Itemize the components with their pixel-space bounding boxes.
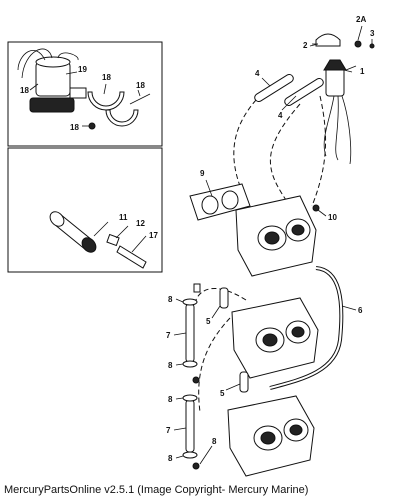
- callout-7: 7: [166, 331, 171, 340]
- callout-18: 18: [102, 73, 111, 82]
- callout-2a: 2A: [356, 15, 366, 24]
- callout-5: 5: [206, 317, 211, 326]
- screw: [312, 204, 320, 212]
- callout-12: 12: [136, 219, 145, 228]
- coil-assembly: [312, 33, 375, 165]
- callout-5: 5: [220, 389, 225, 398]
- callout-8: 8: [212, 437, 217, 446]
- callout-2: 2: [303, 41, 308, 50]
- callout-9: 9: [200, 169, 205, 178]
- hoses: [254, 73, 324, 107]
- carburetor-top: [235, 195, 317, 277]
- callout-18: 18: [136, 81, 145, 90]
- carburetor-bottom: [227, 395, 315, 477]
- gasket: [189, 183, 251, 221]
- callout-3: 3: [370, 29, 375, 38]
- leader-lines: [173, 25, 373, 465]
- carburetor-middle: [231, 297, 319, 379]
- callout-6: 6: [358, 306, 363, 315]
- callout-10: 10: [328, 213, 337, 222]
- long-hoses: [182, 283, 201, 470]
- inset-fuel-pump: [7, 41, 163, 147]
- callout-7: 7: [166, 426, 171, 435]
- inset-fuel-filter: [7, 147, 163, 273]
- callout-4: 4: [255, 69, 260, 78]
- short-hoses: [219, 287, 249, 393]
- hose-loop: [269, 266, 344, 390]
- callout-8: 8: [168, 454, 173, 463]
- callout-1: 1: [360, 67, 365, 76]
- callout-18: 18: [70, 123, 79, 132]
- callout-11: 11: [119, 213, 128, 222]
- callout-8: 8: [168, 361, 173, 370]
- callout-19: 19: [78, 65, 87, 74]
- copyright-footer: MercuryPartsOnline v2.5.1 (Image Copyrig…: [4, 484, 309, 496]
- callout-17: 17: [149, 231, 158, 240]
- callout-4: 4: [278, 111, 283, 120]
- callout-8: 8: [168, 395, 173, 404]
- callout-18: 18: [20, 86, 29, 95]
- callout-8: 8: [168, 295, 173, 304]
